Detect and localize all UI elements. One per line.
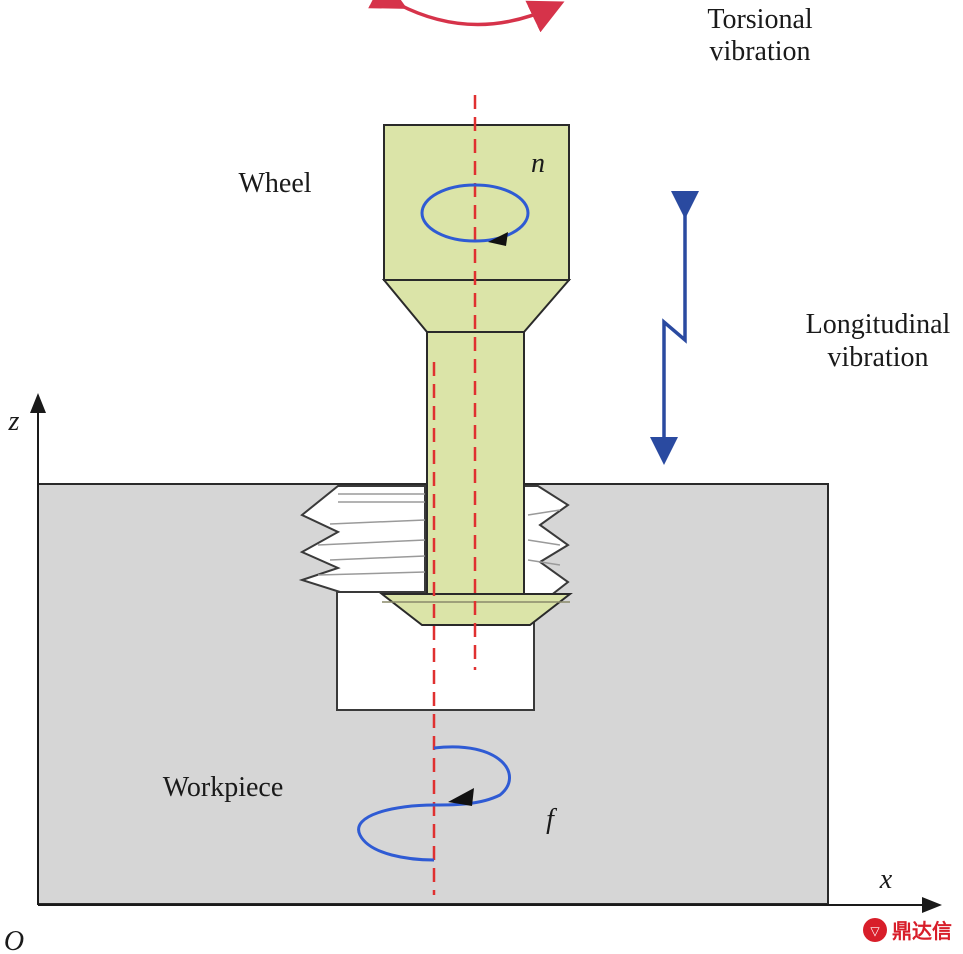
helical-arrow-icon: [448, 788, 474, 806]
rotation-symbol-n: n: [531, 148, 545, 179]
feed-symbol-f: f: [546, 804, 557, 835]
watermark-text: 鼎达信: [892, 919, 952, 943]
watermark-logo: ▽ 鼎达信: [863, 918, 952, 943]
longitudinal-label-1: Longitudinal: [806, 309, 951, 340]
feed-helix-f: [357, 745, 512, 862]
torsional-label-1: Torsional: [707, 4, 813, 35]
grinding-wheel: [379, 124, 573, 626]
zigzag-double-arrow-icon: [650, 191, 699, 465]
wheel-label: Wheel: [238, 168, 311, 199]
longitudinal-label-2: vibration: [827, 342, 928, 373]
svg-text:▽: ▽: [870, 924, 880, 938]
axis-label-z: z: [8, 406, 20, 437]
torsional-label-2: vibration: [709, 36, 810, 67]
axis-label-x: x: [879, 864, 893, 895]
origin-label: O: [4, 926, 24, 954]
circular-arrow-icon: [488, 232, 508, 246]
curved-double-arrow-icon: [368, 0, 565, 33]
workpiece-label: Workpiece: [163, 772, 284, 803]
rotation-arrow-n: [420, 183, 530, 246]
coordinate-axes: [30, 393, 942, 913]
